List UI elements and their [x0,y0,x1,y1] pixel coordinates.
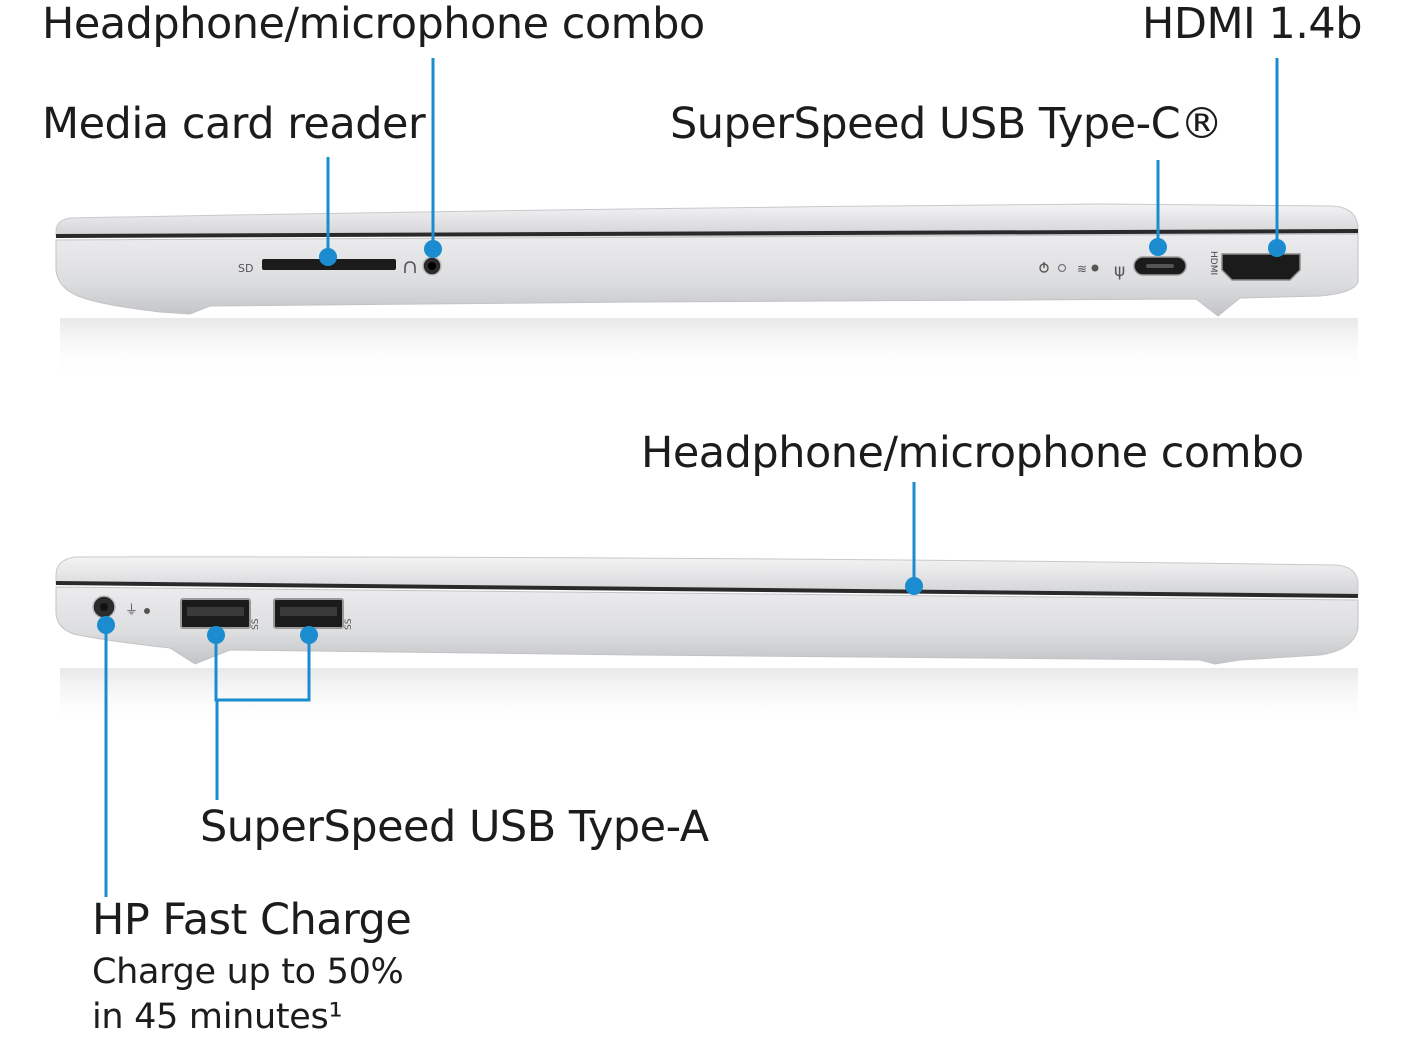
usb-symbol-icon: ψ [1114,261,1125,281]
label-fast-charge-line1: Charge up to 50% [92,952,404,992]
storage-led-icon [1091,264,1099,272]
sd-marking: SD [238,262,253,275]
hinge-line [55,229,1359,238]
ss-usb-icon: SS [251,618,261,630]
laptop-right-side: SD ≋ ψ HDMI [55,203,1359,378]
ss-usb-icon: SS [344,618,354,630]
callout-lines [97,58,1286,897]
callout-dot-media-card [319,248,337,266]
hdmi-marking: HDMI [1208,251,1218,275]
callout-dot-usb-c [1149,238,1167,256]
hdmi-port [1221,253,1301,281]
callout-dot-headphone-top [424,240,442,258]
label-fast-charge-line2: in 45 minutes¹ [92,997,343,1037]
label-fast-charge-title: HP Fast Charge [92,895,412,945]
label-media-card-reader: Media card reader [42,99,426,149]
callout-dot-headphone-bottom [905,577,923,595]
power-led-icon [1057,263,1067,273]
callout-bracket-usb-a [214,635,311,702]
hinge-line [55,581,1359,598]
label-usb-type-c: SuperSpeed USB Type-C® [670,99,1223,149]
callout-dot-hdmi [1268,239,1286,257]
label-headphone-combo-top: Headphone/microphone combo [42,0,705,49]
laptop-left-side: ⏚ SS SS [55,556,1359,728]
laptop-base [55,586,1359,665]
label-headphone-combo-bottom: Headphone/microphone combo [641,428,1304,478]
charge-led-icon [144,608,150,614]
label-usb-type-a: SuperSpeed USB Type-A [200,802,709,852]
power-plug-icon: ⏚ [125,603,138,618]
reflection [60,318,1358,378]
reflection [60,668,1358,728]
laptop-lid [55,203,1359,237]
storage-icon: ≋ [1077,262,1087,276]
headphone-icon [404,261,416,273]
laptop-base [55,233,1359,317]
label-hdmi: HDMI 1.4b [1142,0,1363,49]
